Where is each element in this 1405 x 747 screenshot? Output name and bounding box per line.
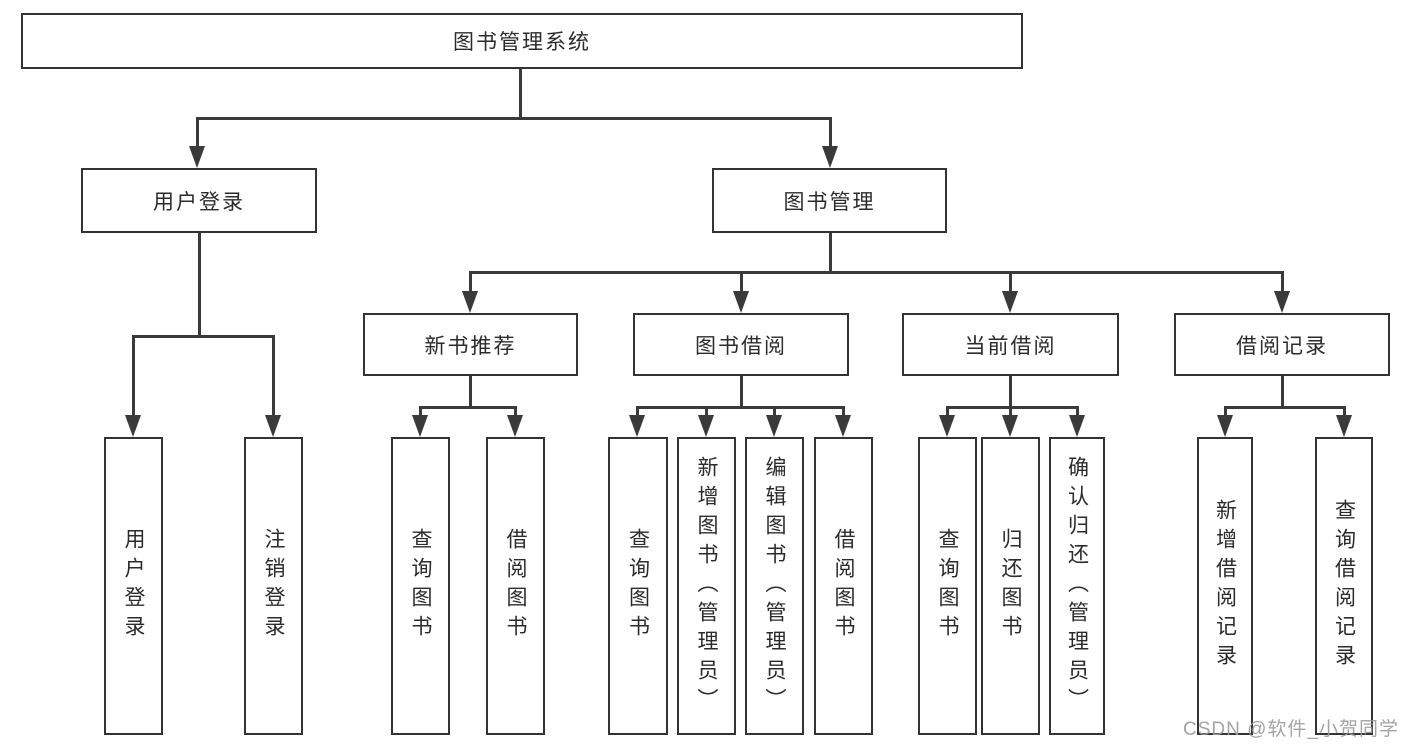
leaf-recommend-query-book: 查询图书 (391, 437, 450, 735)
arrowhead-d3 (1069, 415, 1085, 437)
arrowhead-e2 (1336, 415, 1352, 437)
node-user-login-label: 用户登录 (153, 190, 245, 214)
leaf-current-return-book-label: 归还图书 (999, 528, 1022, 644)
arrowhead-borrowing (733, 291, 749, 313)
leaf-user-login-label: 用户登录 (122, 528, 145, 644)
connector-d2-drop (1008, 405, 1012, 417)
arrowhead-e1 (1217, 415, 1233, 437)
node-current-borrowing: 当前借阅 (902, 313, 1119, 376)
connector-borrowing-stem (739, 376, 743, 408)
node-root-label: 图书管理系统 (453, 31, 591, 54)
connector-current-rail (947, 405, 1077, 409)
leaf-borrowing-query-book: 查询图书 (608, 437, 668, 735)
leaf-recommend-borrow-book: 借阅图书 (486, 437, 545, 735)
connector-user-login-stem (197, 233, 201, 337)
connector-c2-drop (704, 405, 708, 417)
connector-new-book-rail (420, 405, 515, 409)
arrowhead-b2 (507, 415, 523, 437)
connector-e1-drop (1223, 405, 1227, 417)
leaf-borrowing-query-book-label: 查询图书 (626, 528, 650, 644)
arrowhead-book-mgmt (822, 146, 838, 168)
arrowhead-current (1002, 291, 1018, 313)
leaf-records-query-record-label: 查询借阅记录 (1332, 499, 1356, 673)
leaf-recommend-borrow-book-label: 借阅图书 (504, 528, 527, 644)
connector-borrowing-rail (637, 405, 843, 409)
connector-records-drop (1280, 270, 1284, 293)
connector-leaf-login-drop (131, 334, 135, 417)
leaf-current-confirm-return-admin-label: 确认归还（管理员） (1065, 455, 1089, 717)
node-new-book-recommend-label: 新书推荐 (424, 334, 517, 358)
leaf-current-confirm-return-admin: 确认归还（管理员） (1049, 437, 1105, 735)
leaf-records-add-record-label: 新增借阅记录 (1213, 499, 1237, 673)
connector-records-stem (1280, 376, 1284, 408)
node-root: 图书管理系统 (21, 13, 1023, 69)
connector-e2-drop (1342, 405, 1346, 417)
arrowhead-c2 (698, 415, 714, 437)
arrowhead-c3 (766, 415, 782, 437)
leaf-user-login: 用户登录 (104, 437, 163, 735)
connector-c3-drop (772, 405, 776, 417)
connector-d3-drop (1075, 405, 1079, 417)
connector-borrowing-drop (739, 270, 743, 293)
leaf-borrowing-add-book-admin-label: 新增图书（管理员） (695, 455, 718, 717)
connector-book-mgmt-drop (828, 117, 832, 148)
arrowhead-user-login (189, 146, 205, 168)
arrowhead-c4 (835, 415, 851, 437)
leaf-records-add-record: 新增借阅记录 (1197, 437, 1253, 735)
leaf-current-return-book: 归还图书 (981, 437, 1040, 735)
connector-b2-drop (513, 405, 517, 417)
arrowhead-records (1274, 291, 1290, 313)
arrowhead-d1 (939, 415, 955, 437)
connector-d1-drop (945, 405, 949, 417)
connector-current-drop (1008, 270, 1012, 293)
arrowhead-c1 (629, 415, 645, 437)
connector-b1-drop (418, 405, 422, 417)
leaf-records-query-record: 查询借阅记录 (1315, 437, 1373, 735)
connector-level2-rail (197, 117, 831, 120)
leaf-borrowing-edit-book-admin-label: 编辑图书（管理员） (763, 455, 786, 717)
connector-user-login-drop (195, 117, 199, 148)
connector-new-book-drop (468, 270, 472, 293)
csdn-watermark: CSDN @软件_小贺同学 (1183, 719, 1399, 740)
arrowhead-new-book (462, 291, 478, 313)
leaf-current-query-book-label: 查询图书 (936, 528, 959, 644)
leaf-borrowing-borrow-book-label: 借阅图书 (832, 528, 855, 644)
node-book-management: 图书管理 (712, 168, 947, 233)
arrowhead-b1 (412, 415, 428, 437)
leaf-logout-label: 注销登录 (262, 528, 285, 644)
node-borrow-records: 借阅记录 (1174, 313, 1390, 376)
node-new-book-recommend: 新书推荐 (363, 313, 578, 376)
connector-c4-drop (841, 405, 845, 417)
arrowhead-d2 (1002, 415, 1018, 437)
arrowhead-leaf-logout (265, 415, 281, 437)
connector-leaf-logout-drop (271, 334, 275, 417)
connector-new-book-stem (468, 376, 472, 408)
node-book-borrowing-label: 图书借阅 (695, 334, 787, 358)
connector-level3-rail (470, 270, 1282, 274)
connector-c1-drop (635, 405, 639, 417)
leaf-logout: 注销登录 (244, 437, 303, 735)
leaf-borrowing-edit-book-admin: 编辑图书（管理员） (745, 437, 804, 735)
connector-records-rail (1225, 405, 1344, 409)
leaf-borrowing-add-book-admin: 新增图书（管理员） (677, 437, 736, 735)
node-book-borrowing: 图书借阅 (633, 313, 849, 376)
leaf-borrowing-borrow-book: 借阅图书 (814, 437, 873, 735)
connector-book-mgmt-stem (828, 233, 832, 273)
arrowhead-leaf-login (125, 415, 141, 437)
leaf-current-query-book: 查询图书 (918, 437, 977, 735)
node-book-management-label: 图书管理 (783, 190, 876, 214)
leaf-recommend-query-book-label: 查询图书 (409, 528, 432, 644)
node-borrow-records-label: 借阅记录 (1236, 334, 1328, 358)
node-current-borrowing-label: 当前借阅 (964, 334, 1057, 358)
connector-root-stem (519, 69, 522, 120)
connector-current-stem (1008, 376, 1012, 408)
connector-user-login-rail (133, 334, 274, 338)
node-user-login: 用户登录 (81, 168, 317, 233)
